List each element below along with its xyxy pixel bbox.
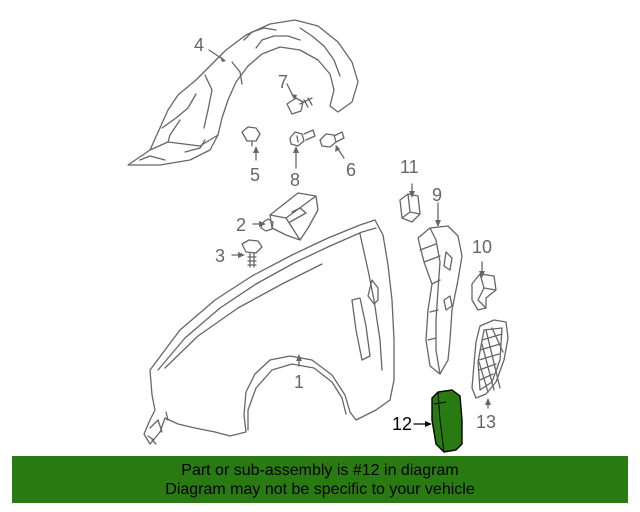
- parts-diagram: [127, 19, 509, 453]
- info-banner: Part or sub-assembly is #12 in diagram D…: [12, 456, 628, 503]
- callout-6: 6: [346, 160, 357, 180]
- callout-1: 1: [294, 372, 305, 392]
- callout-11: 11: [400, 157, 419, 177]
- callout-12: 12: [392, 414, 413, 434]
- banner-line-2: Diagram may not be specific to your vehi…: [165, 480, 475, 498]
- part-4-fender-liner: [127, 19, 359, 166]
- banner-line-1: Part or sub-assembly is #12 in diagram: [181, 461, 459, 479]
- part-5-bolt: [241, 126, 261, 147]
- part-1-front-fender: [143, 219, 395, 445]
- callout-5: 5: [250, 165, 261, 185]
- part-8-clip: [289, 129, 316, 147]
- part-12-side-marker: [431, 389, 463, 453]
- callout-13: 13: [476, 412, 497, 432]
- part-11-clip: [399, 193, 421, 223]
- callout-8: 8: [290, 170, 301, 190]
- callout-9: 9: [432, 185, 443, 205]
- part-10-bracket: [471, 273, 497, 311]
- leader-lines: [208, 49, 489, 425]
- callout-4: 4: [194, 35, 205, 55]
- callout-3: 3: [215, 246, 226, 266]
- callout-2: 2: [236, 215, 247, 235]
- part-7-bolt: [286, 97, 313, 115]
- callout-10: 10: [472, 237, 493, 257]
- part-13-side-grille: [471, 319, 509, 399]
- part-2-bracket: [260, 192, 319, 241]
- callout-7: 7: [278, 72, 289, 92]
- leader-arrowheads: [220, 56, 491, 427]
- part-6-clip: [319, 131, 345, 148]
- part-9-splash-guard: [417, 225, 463, 375]
- part-3-bolt: [241, 239, 263, 268]
